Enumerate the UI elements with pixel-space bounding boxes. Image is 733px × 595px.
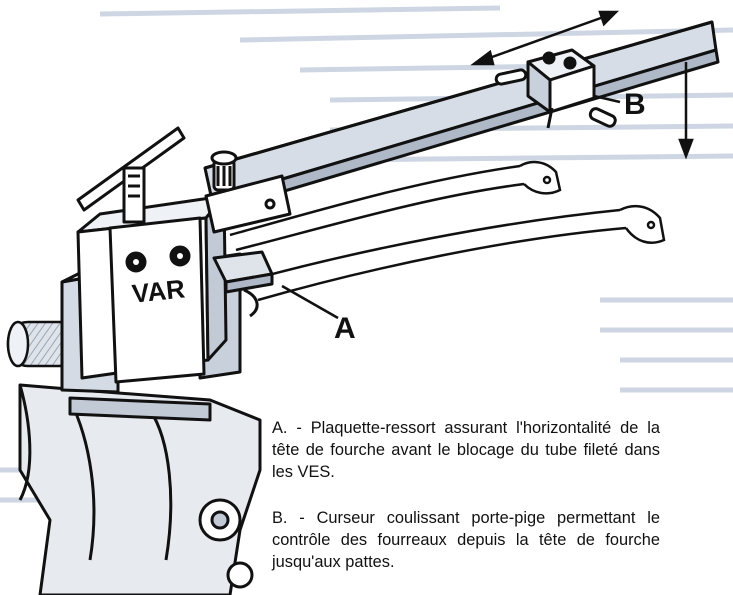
bench-vise [18,383,262,595]
callout-b: B [624,88,646,121]
down-arrow [678,62,694,160]
slide-direction-arrow [470,10,620,66]
caption-b: B. - Curseur coulissant porte-pige perme… [272,509,660,571]
leader-lines [281,94,621,320]
t-handle [76,126,186,224]
caption-a: A. - Plaquette-ressort assurant l'horizo… [272,419,660,481]
locking-knob [210,150,238,192]
slider-b [494,48,617,129]
spring-plate-a [212,250,274,318]
var-block [76,194,228,384]
bar-collar [204,174,292,234]
callout-a: A [334,312,356,345]
fork-outlines [229,160,666,302]
var-logo: VAR [130,273,186,308]
